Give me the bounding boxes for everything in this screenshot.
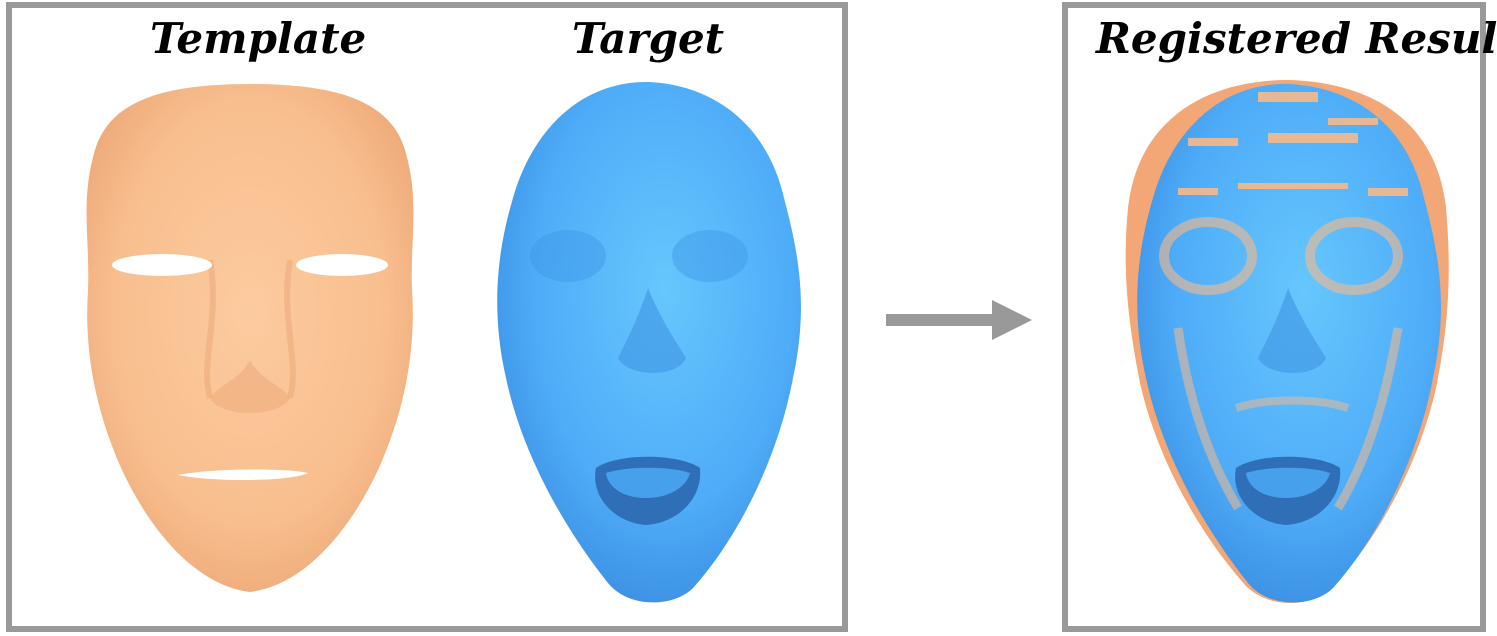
- template-left-eye-hole: [112, 254, 212, 276]
- target-label: Target: [572, 14, 725, 63]
- template-mouth-hole: [178, 469, 308, 481]
- right-arrow-icon: [886, 300, 1032, 340]
- target-face-mesh: [497, 81, 801, 603]
- template-face-mesh: [86, 84, 414, 592]
- registered-result-face-mesh: [1125, 80, 1449, 604]
- template-label: Template: [150, 14, 367, 63]
- registered-result-label: Registered Result: [1096, 14, 1497, 63]
- template-right-eye-hole: [296, 254, 388, 276]
